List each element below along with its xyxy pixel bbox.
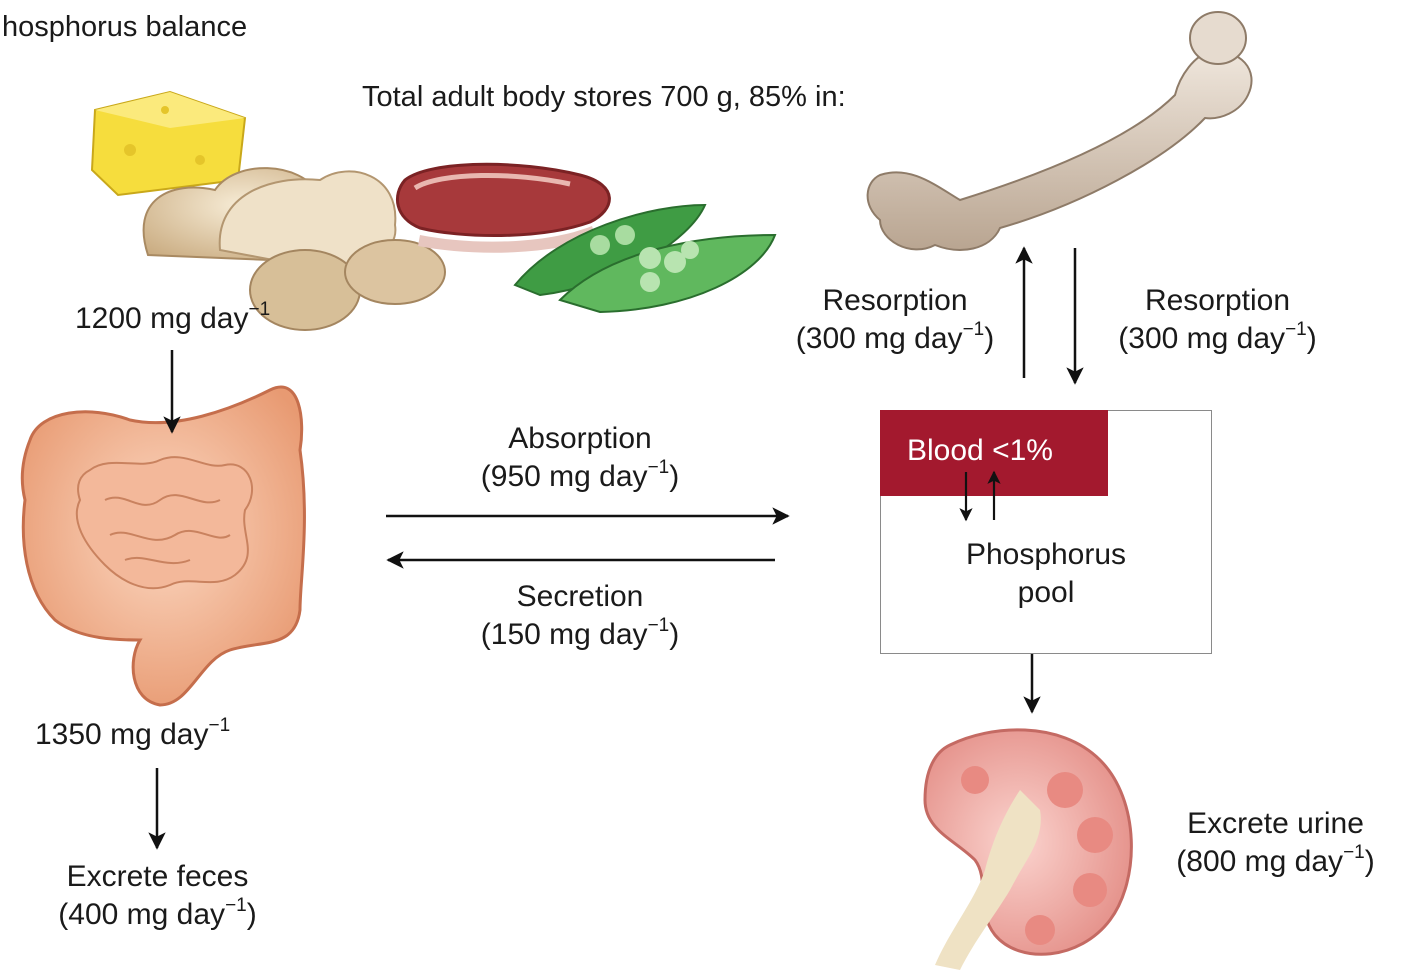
phosphorus-pool-label: Phosphorus pool (930, 536, 1162, 612)
unit-exponent: −1 (208, 715, 230, 736)
intestine-icon (22, 387, 304, 705)
resorption-right-label: Resorption (300 mg day−1) (1090, 282, 1345, 358)
resorption-right-amount: (300 mg day−1) (1090, 320, 1345, 358)
secretion-label: Secretion (150 mg day−1) (440, 578, 720, 654)
resorption-left-value: 300 (806, 322, 856, 355)
urine-title: Excrete urine (1148, 805, 1402, 843)
cheese-icon (92, 92, 245, 195)
unit: mg day (864, 322, 962, 355)
unit-exponent: −1 (963, 319, 985, 340)
feces-amount: (400 mg day−1) (20, 896, 295, 934)
feces-value: 400 (68, 898, 118, 931)
unit-exponent: −1 (225, 895, 247, 916)
unit-exponent: −1 (648, 457, 670, 478)
food-illustration (92, 92, 775, 330)
absorption-amount: (950 mg day−1) (440, 458, 720, 496)
unit-exponent: −1 (1343, 842, 1365, 863)
resorption-left-title: Resorption (765, 282, 1025, 320)
urine-label: Excrete urine (800 mg day−1) (1148, 805, 1402, 881)
unit: mg day (549, 460, 647, 493)
blood-label: Blood <1% (907, 432, 1053, 470)
resorption-left-amount: (300 mg day−1) (765, 320, 1025, 358)
urine-value: 800 (1186, 845, 1236, 878)
absorption-value: 950 (491, 460, 541, 493)
stores-caption: Total adult body stores 700 g, 85% in: (362, 78, 846, 116)
unit: mg day (110, 718, 208, 751)
unit-exponent: −1 (648, 615, 670, 636)
fecal-content-value: 1350 (35, 718, 102, 751)
bone-icon (868, 12, 1252, 250)
unit-exponent: −1 (248, 299, 270, 320)
secretion-value: 150 (491, 618, 541, 651)
unit-exponent: −1 (1285, 319, 1307, 340)
absorption-title: Absorption (440, 420, 720, 458)
unit: mg day (1187, 322, 1285, 355)
resorption-right-value: 300 (1128, 322, 1178, 355)
resorption-left-label: Resorption (300 mg day−1) (765, 282, 1025, 358)
kidney-icon (925, 730, 1131, 970)
unit: mg day (127, 898, 225, 931)
feces-label: Excrete feces (400 mg day−1) (20, 858, 295, 934)
feces-title: Excrete feces (20, 858, 295, 896)
secretion-amount: (150 mg day−1) (440, 616, 720, 654)
pool-line-2: pool (930, 574, 1162, 612)
unit: mg day (549, 618, 647, 651)
intake-value: 1200 (75, 302, 142, 335)
unit: mg day (150, 302, 248, 335)
diagram-title: hosphorus balance (2, 8, 247, 46)
secretion-title: Secretion (440, 578, 720, 616)
unit: mg day (1245, 845, 1343, 878)
absorption-label: Absorption (950 mg day−1) (440, 420, 720, 496)
fecal-content-label: 1350 mg day−1 (35, 716, 230, 754)
resorption-right-title: Resorption (1090, 282, 1345, 320)
urine-amount: (800 mg day−1) (1148, 843, 1402, 881)
pool-line-1: Phosphorus (930, 536, 1162, 574)
intake-label: 1200 mg day−1 (75, 300, 270, 338)
